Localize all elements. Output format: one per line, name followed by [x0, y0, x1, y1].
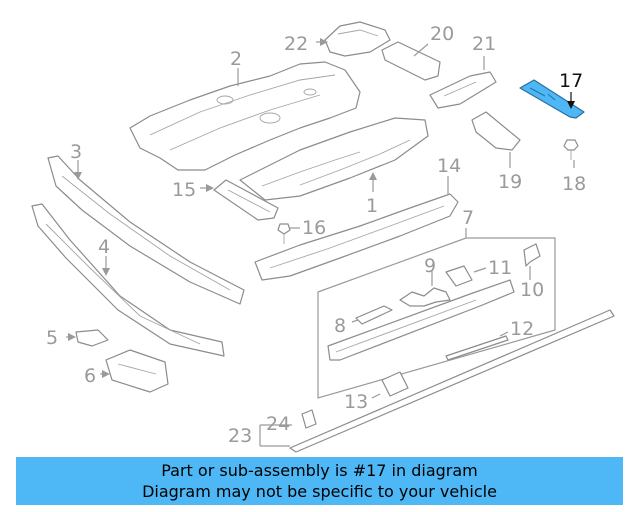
part-14-side-sill[interactable]: [254, 193, 459, 281]
callout-11: 11: [488, 257, 512, 279]
part-9-wave-reinforcement[interactable]: [399, 287, 451, 307]
part-1-rear-floor[interactable]: [239, 117, 429, 201]
callout-6: 6: [84, 365, 96, 387]
leader-8: [351, 319, 359, 323]
arrow-3: [74, 172, 82, 180]
leader-13: [371, 393, 381, 399]
callout-18: 18: [562, 173, 586, 195]
part-10-clip[interactable]: [523, 243, 541, 267]
arrow-6: [102, 370, 110, 378]
callout-12: 12: [510, 318, 534, 340]
part-13-bracket[interactable]: [381, 371, 409, 397]
callout-21: 21: [472, 33, 496, 55]
callout-20: 20: [430, 23, 454, 45]
callout-15: 15: [172, 179, 196, 201]
callout-24: 24: [266, 413, 290, 435]
callout-7: 7: [462, 207, 474, 229]
group-7-outline: [317, 237, 556, 399]
callout-19: 19: [498, 171, 522, 193]
callout-10: 10: [520, 279, 544, 301]
callout-1: 1: [366, 195, 378, 217]
arrow-5: [68, 333, 76, 341]
callout-5: 5: [46, 327, 58, 349]
part-4-inner-member[interactable]: [31, 203, 225, 357]
banner-line-2: Diagram may not be specific to your vehi…: [142, 482, 497, 501]
part-22-bracket[interactable]: [324, 21, 391, 57]
leader-12: [499, 331, 509, 337]
leader-11: [473, 267, 487, 273]
callout-13: 13: [344, 391, 368, 413]
callout-14: 14: [437, 155, 461, 177]
arrow-22: [320, 38, 328, 46]
banner-line-1: Part or sub-assembly is #17 in diagram: [161, 461, 478, 480]
part-8-reinforcement[interactable]: [355, 305, 393, 325]
part-18-bolt[interactable]: [563, 139, 579, 160]
part-16-bolt[interactable]: [277, 223, 291, 244]
leader-20: [413, 43, 429, 57]
part-2-floor-pan[interactable]: [129, 61, 361, 171]
arrow-4: [102, 268, 110, 276]
callout-22: 22: [284, 33, 308, 55]
part-24-clip[interactable]: [301, 409, 317, 429]
part-15-bracket[interactable]: [213, 179, 279, 221]
part-19-bracket[interactable]: [471, 111, 521, 151]
callout-4: 4: [98, 236, 110, 258]
part-17-highlighted[interactable]: [519, 79, 585, 119]
arrow-15: [206, 184, 214, 192]
callout-8: 8: [334, 315, 346, 337]
parts-diagram: 2 1 22 20 21 17 19 18: [31, 21, 615, 453]
callout-16: 16: [302, 217, 326, 239]
info-banner: Part or sub-assembly is #17 in diagram D…: [16, 457, 623, 505]
part-11-bracket[interactable]: [445, 265, 473, 287]
part-6-bracket[interactable]: [105, 349, 169, 393]
part-21-reinforcement[interactable]: [429, 71, 497, 109]
arrow-1: [369, 172, 377, 180]
callout-3: 3: [70, 141, 82, 163]
part-5-bracket[interactable]: [75, 329, 109, 347]
part-7-sill-panel[interactable]: [327, 279, 515, 361]
arrow-17: [567, 101, 575, 109]
callout-9: 9: [424, 255, 436, 277]
callout-23: 23: [228, 425, 252, 447]
callout-17: 17: [559, 70, 583, 92]
part-20-crossmember[interactable]: [381, 41, 441, 81]
part-12-trim-strip[interactable]: [445, 335, 509, 361]
part-23-rocker-molding[interactable]: [289, 309, 615, 453]
callout-2: 2: [230, 48, 242, 70]
